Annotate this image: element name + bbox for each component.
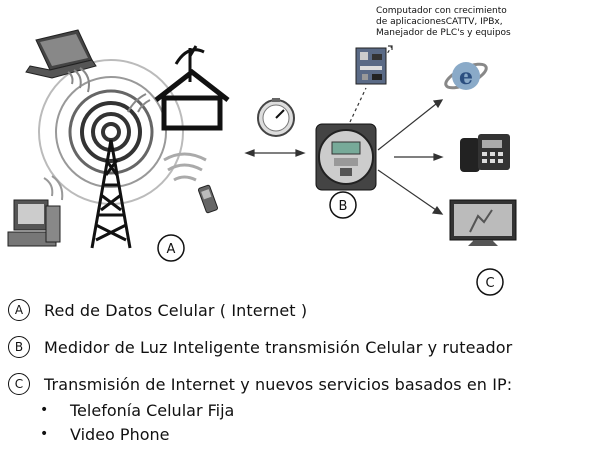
- list-item-text: Video Phone: [70, 424, 170, 444]
- radio-waves: [38, 59, 184, 205]
- bullet-icon: •: [40, 426, 49, 442]
- laptop-icon: [25, 29, 97, 79]
- network-diagram: A B: [7, 29, 517, 296]
- service-list: • Telefonía Celular Fija • Video Phone: [40, 398, 234, 446]
- svg-text:e: e: [459, 64, 473, 90]
- list-item-text: Telefonía Celular Fija: [70, 400, 235, 420]
- circuit-board-icon: [355, 47, 387, 85]
- desktop-computer-icon: [7, 199, 61, 247]
- desktop-signal: [43, 175, 64, 201]
- label-a: A: [157, 234, 185, 262]
- legend-text: Transmisión de Internet y nuevos servici…: [44, 374, 513, 394]
- legend-text: Red de Datos Celular ( Internet ): [44, 300, 308, 320]
- legend-item-c: C Transmisión de Internet y nuevos servi…: [8, 372, 512, 396]
- legend-item-a: A Red de Datos Celular ( Internet ): [8, 298, 307, 322]
- list-item: • Video Phone: [40, 422, 234, 446]
- legend-text: Medidor de Luz Inteligente transmisión C…: [44, 337, 513, 357]
- label-c: C: [476, 268, 504, 296]
- computer-note: Computador con crecimiento de aplicacion…: [376, 6, 576, 39]
- phone-signal: [163, 152, 207, 182]
- satellite-antenna-icon: [174, 45, 205, 82]
- list-item: • Telefonía Celular Fija: [40, 398, 234, 422]
- house-icon: [154, 68, 230, 131]
- laptop-signal: [67, 67, 90, 93]
- svg-text:A: A: [167, 242, 176, 257]
- note-line: Computador con crecimiento: [376, 6, 507, 16]
- legend-letter: C: [8, 373, 30, 395]
- legend-letter: A: [8, 299, 30, 321]
- svg-text:B: B: [339, 199, 348, 214]
- legend-letter: B: [8, 336, 30, 358]
- note-line: Manejador de PLC's y equipos: [376, 28, 511, 38]
- cell-tower-icon: [90, 139, 132, 249]
- note-line: de aplicacionesCATTV, IPBx,: [376, 17, 503, 27]
- cell-phone-icon: [197, 184, 219, 214]
- label-b: B: [329, 191, 357, 219]
- svg-text:C: C: [485, 276, 494, 291]
- double-arrow: [244, 149, 306, 157]
- desk-phone-icon: [460, 134, 510, 172]
- smart-meter-icon: [315, 123, 377, 191]
- gauge-icon: [257, 98, 295, 137]
- house-signal: [127, 93, 151, 113]
- device-arrows: [377, 99, 444, 215]
- legend-item-b: B Medidor de Luz Inteligente transmisión…: [8, 335, 512, 359]
- flat-tv-icon: [449, 199, 517, 246]
- bullet-icon: •: [40, 402, 49, 418]
- internet-explorer-icon: e: [444, 62, 488, 90]
